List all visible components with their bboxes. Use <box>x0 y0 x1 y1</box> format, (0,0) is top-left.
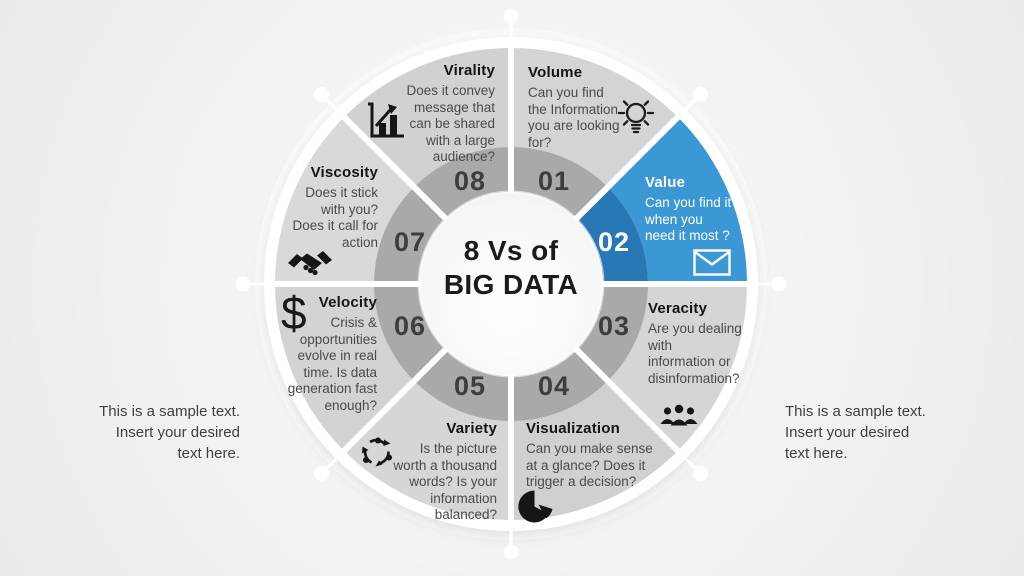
wheel-spoke <box>340 113 451 224</box>
segment-veracity-description: Are you dealing with information or disi… <box>648 321 742 386</box>
diagram-title: 8 Vs of BIG DATA <box>443 235 579 300</box>
wheel-sector-velocity <box>275 284 415 451</box>
envelope-icon <box>693 249 731 276</box>
segment-veracity-title: Veracity <box>648 300 708 317</box>
segment-variety-number: 05 <box>453 371 487 401</box>
segment-virality-title: Virality <box>443 62 495 79</box>
spoke-end-dot <box>693 466 709 482</box>
pie-chart-icon <box>518 490 553 523</box>
wheel-number-wedge-virality <box>414 146 511 219</box>
wheel-number-wedge-velocity <box>373 284 446 381</box>
spoke-end-dot <box>313 466 329 482</box>
segment-veracity: Veracity Are you dealing with informatio… <box>648 300 782 387</box>
wheel-sector-variety <box>344 380 511 520</box>
segment-velocity-description: Crisis & opportunities evolve in real ti… <box>287 315 377 413</box>
segment-value-title: Value <box>645 174 686 191</box>
segment-viscosity-number: 07 <box>393 227 427 257</box>
segment-volume-description: Can you find the Information you are loo… <box>528 85 620 150</box>
spoke-end-dot <box>503 8 519 24</box>
wheel-spoke <box>571 344 682 455</box>
people-group-icon <box>660 404 698 426</box>
wheel-spokes-layer <box>235 8 787 560</box>
wheel-number-wedge-value <box>576 187 648 284</box>
segment-velocity-title: Velocity <box>318 294 377 311</box>
wheel-number-wedge-variety <box>414 349 511 421</box>
wheel-sector-visualization <box>511 380 678 520</box>
spoke-end-dot <box>771 276 787 292</box>
segment-virality-number: 08 <box>453 166 487 196</box>
wheel-spoke <box>324 97 346 119</box>
wheel-number-wedge-veracity <box>576 284 648 381</box>
wheel-segments-layer <box>275 47 748 520</box>
segment-viscosity-title: Viscosity <box>310 164 378 181</box>
wheel-number-wedge-volume <box>511 146 608 219</box>
segment-virality-description: Does it convey message that can be share… <box>406 83 495 164</box>
segment-visualization-title: Visualization <box>526 420 621 437</box>
segment-viscosity-description: Does it stick with you? Does it call for… <box>292 185 378 250</box>
segment-veracity-number: 03 <box>597 311 631 341</box>
segment-variety: Variety Is the picture worth a thousand … <box>357 420 497 524</box>
wheel-sector-viscosity <box>275 117 415 284</box>
bar-chart-arrow-icon <box>368 102 404 138</box>
segment-visualization-description: Can you make sense at a glance? Does it … <box>526 441 653 489</box>
wheel-sector-value <box>607 117 747 284</box>
wheel-center-circle <box>417 190 605 378</box>
spoke-end-dot <box>235 276 251 292</box>
segment-value: Value Can you find it when you need it m… <box>645 174 769 245</box>
segment-value-number: 02 <box>597 227 631 257</box>
segment-visualization: Visualization Can you make sense at a gl… <box>526 420 680 491</box>
segment-variety-description: Is the picture worth a thousand words? I… <box>393 441 497 522</box>
wheel-number-wedge-viscosity <box>374 187 446 284</box>
spoke-end-dot <box>693 86 709 102</box>
wheel-spoke <box>340 344 451 455</box>
wheel-spoke <box>676 449 698 471</box>
dollar-sign-icon: $ <box>281 287 307 339</box>
lightbulb-icon <box>617 100 655 134</box>
cycle-arrows-icon <box>362 437 392 467</box>
handshake-icon <box>288 251 332 276</box>
segment-variety-title: Variety <box>446 420 497 437</box>
wheel-sector-volume <box>511 47 678 188</box>
segment-value-description: Can you find it when you need it most ? <box>645 195 732 243</box>
wheel-number-wedge-visualization <box>511 349 608 421</box>
wheel-spoke <box>676 97 698 119</box>
wheel-sector-virality <box>344 48 511 188</box>
segment-volume-number: 01 <box>537 166 571 196</box>
segment-volume-title: Volume <box>528 64 583 81</box>
wheel-spoke <box>324 449 346 471</box>
sample-text-right: This is a sample text. Insert your desir… <box>785 403 926 462</box>
segment-virality: Virality Does it convey message that can… <box>355 62 495 166</box>
segment-volume: Volume Can you find the Information you … <box>528 64 640 151</box>
sample-text-left: This is a sample text. Insert your desir… <box>99 403 240 462</box>
wheel-spoke <box>571 113 682 224</box>
spoke-end-dot <box>313 86 329 102</box>
segment-velocity-number: 06 <box>393 311 427 341</box>
segment-visualization-number: 04 <box>537 371 571 401</box>
wheel-sector-veracity <box>607 284 748 451</box>
segment-velocity: Velocity Crisis & opportunities evolve i… <box>237 294 377 414</box>
spoke-end-dot <box>503 544 519 560</box>
segment-viscosity: Viscosity Does it stick with you? Does i… <box>238 164 378 251</box>
